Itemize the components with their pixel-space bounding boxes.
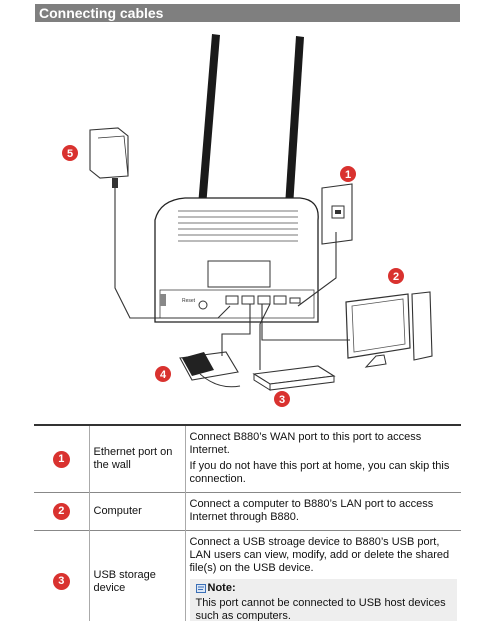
row-name: Computer	[88, 492, 186, 531]
row-description: Connect a USB stroage device to B880’s U…	[185, 531, 461, 621]
callout-5: 5	[62, 145, 78, 161]
table-row: 1 Ethernet port on the wall Connect B880…	[34, 425, 461, 493]
table-row: 2 Computer Connect a computer to B880’s …	[34, 492, 461, 531]
cables	[114, 188, 350, 370]
row-desc-line: If you do not have this port at home, yo…	[189, 460, 450, 485]
row-name: Ethernet port on the wall	[88, 425, 186, 493]
row-description: Connect B880’s WAN port to this port to …	[185, 425, 461, 493]
router-reset-label: Reset	[182, 298, 196, 304]
section-title: Connecting cables	[35, 4, 460, 22]
svg-text:2: 2	[393, 271, 399, 283]
power-adapter-icon	[89, 127, 129, 188]
row-name: USB storage device	[88, 530, 186, 621]
antenna-left-icon	[198, 34, 220, 207]
svg-text:4: 4	[160, 369, 167, 381]
callout-4: 4	[155, 366, 171, 382]
computer-icon	[345, 291, 433, 368]
router-icon	[154, 197, 319, 323]
telephone-icon	[179, 351, 241, 388]
row-desc-line: Connect a USB stroage device to B880’s U…	[189, 536, 450, 574]
note-label: Note:	[207, 582, 236, 594]
connection-diagram: Reset 5	[62, 34, 433, 407]
antenna-right-icon	[285, 36, 304, 207]
row-description: Connect a computer to B880’s LAN port to…	[185, 493, 461, 531]
row-badge: 2	[52, 503, 70, 520]
note-text: This port cannot be connected to USB hos…	[195, 597, 446, 621]
callout-2: 2	[388, 268, 404, 284]
usb-storage-icon	[252, 365, 336, 391]
wall-port-icon	[321, 183, 353, 245]
svg-text:1: 1	[345, 169, 351, 181]
callout-1: 1	[340, 166, 356, 182]
note-box: Note: This port cannot be connected to U…	[189, 579, 457, 621]
svg-text:5: 5	[67, 148, 73, 160]
note-icon	[195, 584, 206, 593]
connection-table: 1 Ethernet port on the wall Connect B880…	[34, 424, 461, 621]
row-desc-line: Connect B880’s WAN port to this port to …	[189, 431, 422, 456]
row-badge: 3	[52, 573, 70, 590]
row-badge: 1	[52, 450, 70, 468]
svg-text:3: 3	[279, 394, 285, 406]
table-row: 3 USB storage device Connect a USB stroa…	[34, 530, 461, 621]
callout-3: 3	[274, 391, 290, 407]
row-desc-line: Connect a computer to B880’s LAN port to…	[189, 498, 434, 523]
